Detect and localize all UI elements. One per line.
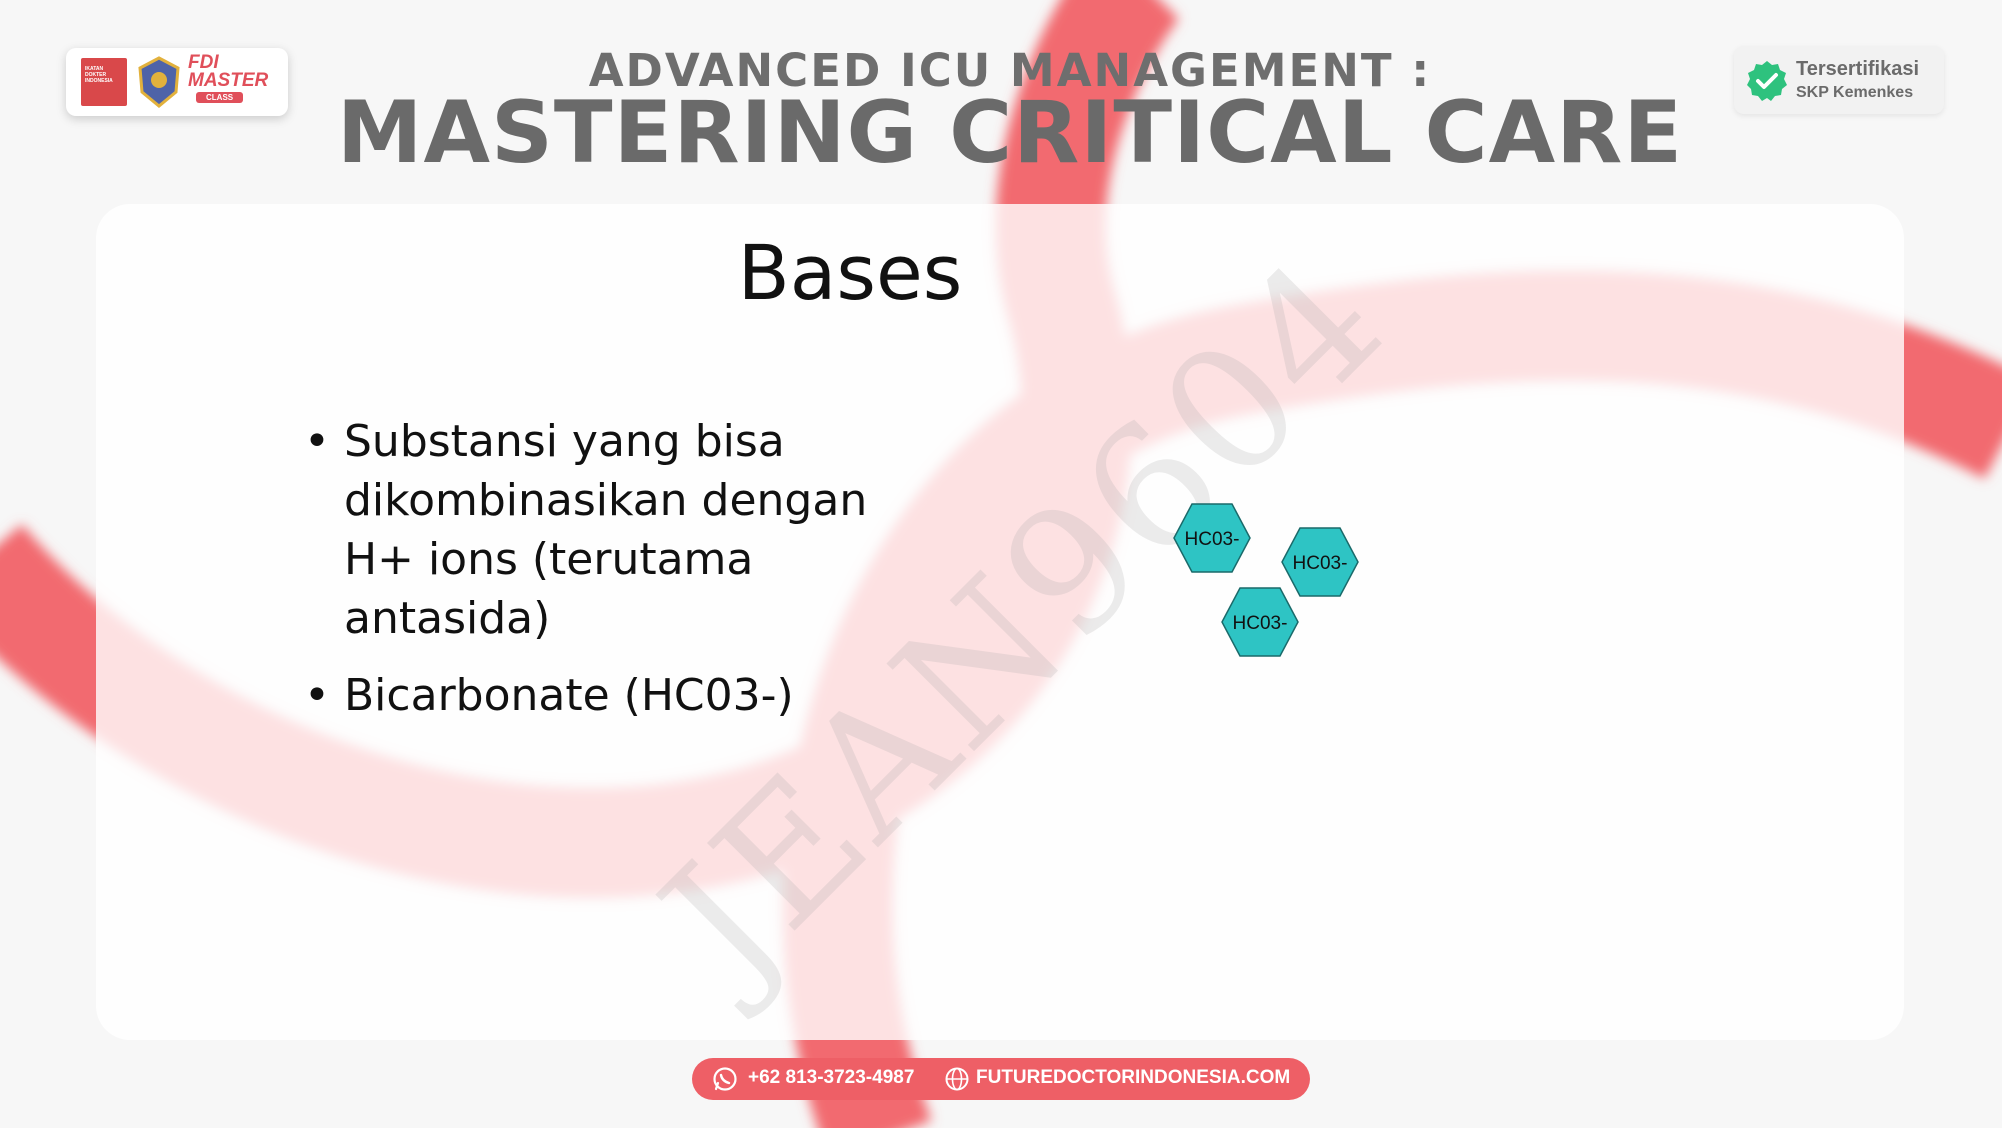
molecule-label: HC03- xyxy=(1233,613,1288,634)
bullet-list: Substansi yang bisa dikombinasikan denga… xyxy=(300,412,900,743)
molecule-hexagon: HC03- xyxy=(1221,587,1299,657)
header-title: MASTERING CRITICAL CARE xyxy=(336,83,1684,183)
bullet-item: Bicarbonate (HC03-) xyxy=(300,666,900,725)
logo-brand-text: FDI MASTER xyxy=(188,52,269,91)
footer-contact: +62 813-3723-4987 FUTUREDOCTORINDONESIA.… xyxy=(692,1058,1310,1100)
idi-logo: IKATAN DOKTER INDONESIA xyxy=(81,58,127,106)
brand-logo: IKATAN DOKTER INDONESIA FDI MASTER CLASS xyxy=(66,48,288,116)
cert-line2: SKP Kemenkes xyxy=(1796,84,1914,101)
logo-class-tag: CLASS xyxy=(196,92,244,103)
footer-phone[interactable]: +62 813-3723-4987 xyxy=(748,1067,915,1088)
bicarbonate-molecules: HC03- HC03- HC03- xyxy=(1173,503,1359,657)
slide-title: Bases xyxy=(737,228,963,317)
globe-icon xyxy=(945,1067,969,1091)
cert-line1: Tersertifikasi xyxy=(1796,58,1920,80)
check-badge-icon xyxy=(1747,61,1787,101)
certification-badge: Tersertifikasi SKP Kemenkes xyxy=(1734,46,1944,114)
crest-icon xyxy=(138,56,180,108)
molecule-label: HC03- xyxy=(1185,529,1240,550)
header-subtitle: ADVANCED ICU MANAGEMENT : xyxy=(588,44,1432,97)
whatsapp-icon xyxy=(713,1067,737,1091)
molecule-hexagon: HC03- xyxy=(1281,527,1359,597)
molecule-hexagon: HC03- xyxy=(1173,503,1251,573)
bullet-item: Substansi yang bisa dikombinasikan denga… xyxy=(300,412,900,648)
footer-website[interactable]: FUTUREDOCTORINDONESIA.COM xyxy=(976,1067,1291,1088)
molecule-label: HC03- xyxy=(1293,553,1348,574)
